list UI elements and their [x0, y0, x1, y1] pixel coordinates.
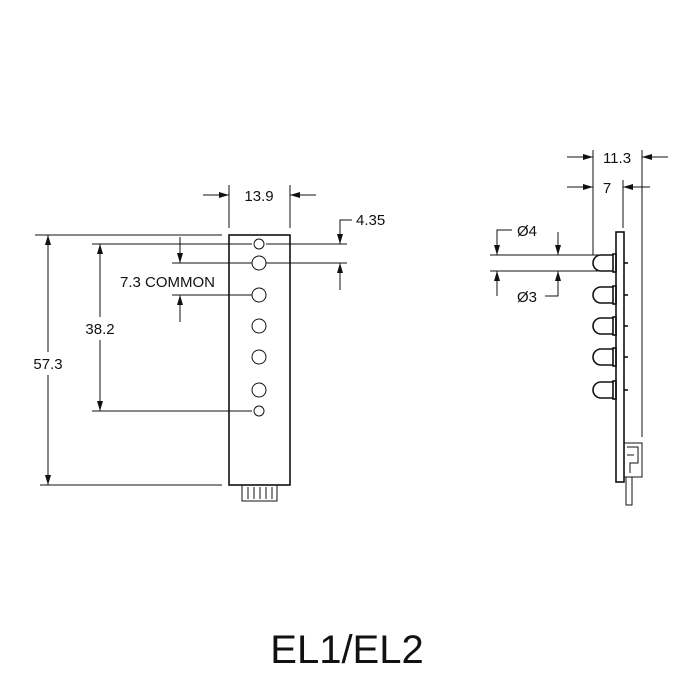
mount-hole-top	[253, 238, 265, 250]
pcb-board	[615, 231, 625, 483]
led	[592, 380, 628, 400]
led	[592, 253, 628, 273]
led	[592, 316, 628, 336]
led	[592, 285, 628, 305]
dim-led-diameter: Ø4 Ø3	[490, 223, 606, 306]
panel-body	[228, 234, 291, 486]
dim-width: 13.9	[203, 185, 316, 228]
mount-hole-bottom	[253, 405, 265, 417]
led-opening	[251, 255, 267, 271]
dim-width-label: 13.9	[244, 188, 273, 205]
dim-common-pitch: 7.3 COMMON	[120, 237, 252, 322]
led-opening	[251, 287, 267, 303]
dim-led-span-label: 38.2	[85, 321, 114, 338]
drawing-title: EL1/EL2	[270, 628, 423, 672]
dim-diameter-outer-label: Ø4	[517, 223, 537, 240]
led-opening	[251, 318, 267, 334]
dim-offset: 4.35	[266, 212, 385, 290]
dim-protrusion-label: 7	[603, 180, 611, 197]
led-openings	[251, 255, 267, 398]
led-opening	[251, 382, 267, 398]
side-view: 11.3 7 Ø4 Ø3	[490, 150, 668, 506]
dim-common-label: 7.3 COMMON	[120, 274, 215, 291]
dim-height-label: 57.3	[33, 356, 62, 373]
dim-diameter-inner-label: Ø3	[517, 289, 537, 306]
led	[592, 347, 628, 367]
dim-led-protrusion: 7	[567, 180, 650, 228]
led-opening	[251, 349, 267, 365]
side-leds	[592, 253, 628, 400]
dim-depth-label: 11.3	[603, 150, 631, 167]
front-view: 13.9 57.3 38.2 7.3 COMMON	[33, 185, 385, 502]
dim-offset-label: 4.35	[356, 212, 385, 229]
side-connector	[623, 442, 643, 506]
connector-pins	[241, 484, 278, 502]
dim-depth: 11.3	[567, 150, 668, 437]
dim-led-span: 38.2	[85, 243, 252, 412]
dim-height: 57.3	[33, 234, 222, 486]
